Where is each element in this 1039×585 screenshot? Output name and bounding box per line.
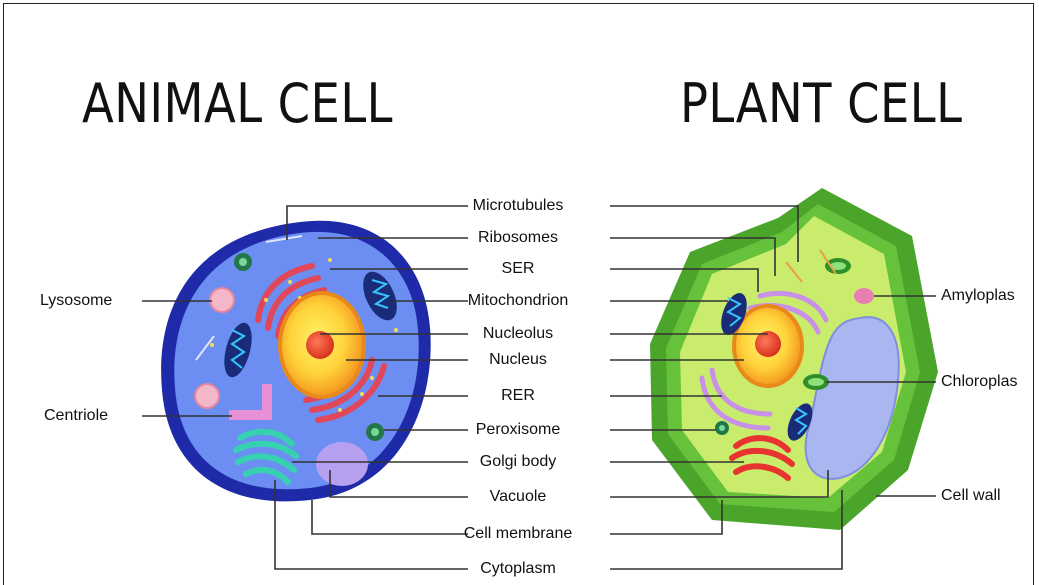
label-microtubules: Microtubules — [420, 197, 616, 215]
label-cell-membrane: Cell membrane — [420, 525, 616, 543]
label-nucleolus: Nucleolus — [420, 325, 616, 343]
plant-cell — [650, 188, 938, 530]
animal-lysosome-2 — [195, 384, 219, 408]
label-cell-wall: Cell wall — [941, 487, 1001, 505]
label-ribosomes: Ribosomes — [420, 229, 616, 247]
label-centriole: Centriole — [44, 407, 108, 425]
animal-cell — [161, 221, 431, 502]
label-golgi-body: Golgi body — [420, 453, 616, 471]
label-cytoplasm: Cytoplasm — [420, 560, 616, 578]
label-nucleus: Nucleus — [420, 351, 616, 369]
label-ser: SER — [420, 260, 616, 278]
animal-nucleolus — [306, 331, 334, 359]
label-lysosome: Lysosome — [40, 292, 112, 310]
animal-vacuole — [316, 442, 368, 486]
label-chloroplast: Chloroplas — [941, 373, 1017, 391]
plant-chloroplast — [803, 374, 829, 390]
label-vacuole: Vacuole — [420, 488, 616, 506]
plant-chloroplast-2 — [825, 258, 851, 274]
label-amyloplast: Amyloplas — [941, 287, 1015, 305]
label-rer: RER — [420, 387, 616, 405]
plant-nucleolus — [755, 331, 781, 357]
label-peroxisome: Peroxisome — [420, 421, 616, 439]
label-mitochondrion: Mitochondrion — [420, 292, 616, 310]
plant-amyloplast — [854, 288, 874, 304]
animal-lysosome — [210, 288, 234, 312]
